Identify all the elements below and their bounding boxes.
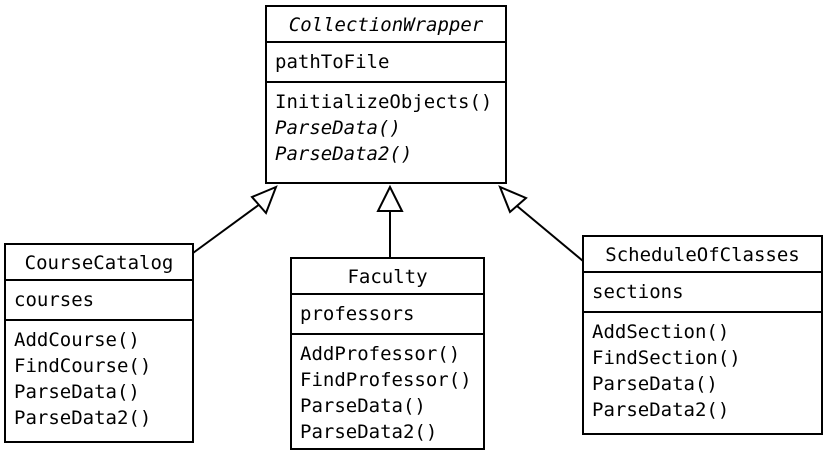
operation: ParseData2() bbox=[275, 143, 413, 165]
operation: FindCourse() bbox=[14, 355, 152, 377]
operation: ParseData2() bbox=[300, 421, 438, 443]
operations-compartment: InitializeObjects() ParseData() ParseDat… bbox=[267, 81, 505, 173]
scheduleofclasses-inheritance-arrowhead bbox=[498, 185, 528, 214]
attribute: professors bbox=[300, 303, 415, 325]
class-course-catalog[interactable]: CourseCatalog courses AddCourse() FindCo… bbox=[4, 243, 194, 443]
operation: FindProfessor() bbox=[300, 369, 472, 391]
class-schedule-of-classes[interactable]: ScheduleOfClasses sections AddSection() … bbox=[582, 235, 823, 435]
class-name: Faculty bbox=[347, 266, 428, 288]
operation: FindSection() bbox=[592, 347, 741, 369]
attribute: courses bbox=[14, 289, 95, 311]
attribute: pathToFile bbox=[275, 51, 390, 73]
operation: AddProfessor() bbox=[300, 343, 461, 365]
attributes-compartment: pathToFile bbox=[267, 41, 505, 81]
class-name: CollectionWrapper bbox=[288, 14, 484, 36]
class-name: ScheduleOfClasses bbox=[605, 244, 800, 266]
attributes-compartment: sections bbox=[584, 271, 821, 311]
class-faculty[interactable]: Faculty professors AddProfessor() FindPr… bbox=[290, 257, 485, 450]
class-name: CourseCatalog bbox=[24, 252, 174, 274]
operation: InitializeObjects() bbox=[275, 91, 493, 113]
operation: AddSection() bbox=[592, 321, 730, 343]
attributes-compartment: courses bbox=[6, 279, 192, 319]
operation: ParseData() bbox=[592, 373, 718, 395]
coursecatalog-inheritance-line bbox=[192, 203, 261, 254]
attribute: sections bbox=[592, 281, 684, 303]
scheduleofclasses-inheritance-line bbox=[516, 205, 584, 262]
coursecatalog-inheritance-arrowhead bbox=[250, 185, 278, 215]
operation: ParseData2() bbox=[14, 407, 152, 429]
operation: ParseData() bbox=[14, 381, 140, 403]
operations-compartment: AddSection() FindSection() ParseData() P… bbox=[584, 311, 821, 429]
faculty-inheritance-arrowhead bbox=[376, 184, 404, 212]
operation: ParseData() bbox=[275, 117, 401, 139]
operations-compartment: AddProfessor() FindProfessor() ParseData… bbox=[292, 333, 483, 451]
operation: AddCourse() bbox=[14, 329, 140, 351]
class-collection-wrapper[interactable]: CollectionWrapper pathToFile InitializeO… bbox=[265, 5, 507, 184]
operations-compartment: AddCourse() FindCourse() ParseData() Par… bbox=[6, 319, 192, 437]
attributes-compartment: professors bbox=[292, 293, 483, 333]
operation: ParseData2() bbox=[592, 399, 730, 421]
operation: ParseData() bbox=[300, 395, 426, 417]
